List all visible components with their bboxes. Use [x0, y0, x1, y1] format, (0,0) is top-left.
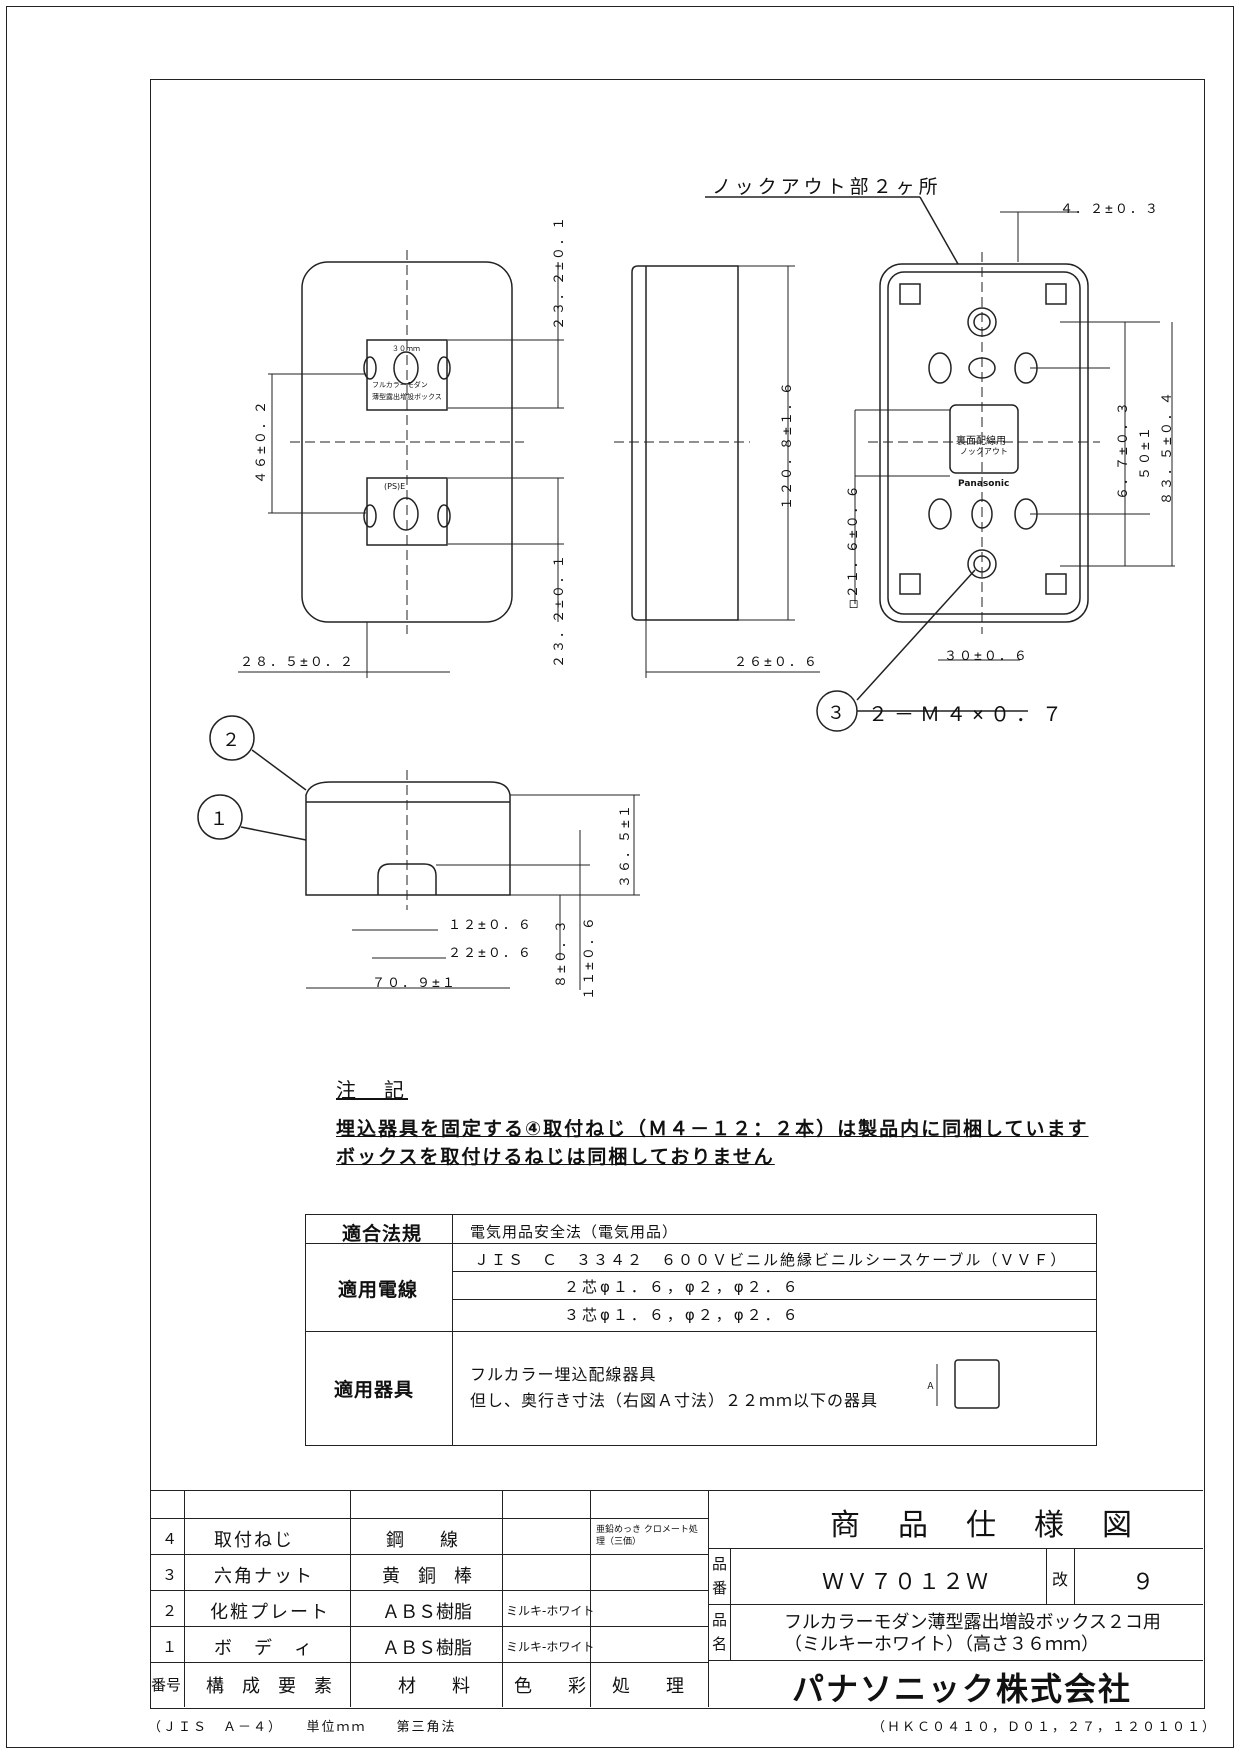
dim-8: ８±０．３ [554, 918, 569, 988]
part-row-3-name: 六角ナット [214, 1566, 314, 1587]
part-row-3-material: 黄 銅 棒 [382, 1566, 472, 1587]
part-row-2-no: ２ [162, 1602, 178, 1620]
dim-23-2-bottom: ２３．２±０．１ [552, 553, 567, 668]
dim-30: ３０±０．６ [944, 649, 1029, 664]
spec-label-device: 適用器具 [334, 1379, 415, 1401]
note-line-1: 埋込器具を固定する④取付ねじ（Ｍ４－１２：２本）は製品内に同梱しています [336, 1118, 1089, 1140]
dim-26: ２６±０．６ [734, 655, 819, 670]
dim-12: １２±０．６ [448, 918, 533, 933]
drawing-frame [150, 79, 1205, 1709]
spec-label-law: 適合法規 [342, 1223, 423, 1245]
dim-50: ５０±１ [1138, 425, 1153, 480]
hinban-value: ＷＶ７０１２Ｗ [822, 1570, 991, 1595]
plate-text-series: フルカラーモダン [372, 381, 428, 389]
part-row-2-color: ミルキ-ホワイト [506, 1604, 595, 1618]
hinmei-line-2: （ミルキーホワイト）（高さ３６ｍｍ） [784, 1634, 1099, 1655]
part-row-1-color: ミルキ-ホワイト [506, 1640, 595, 1654]
spec-value-wire-2core: ２芯φ１．６，φ２，φ２．６ [564, 1278, 801, 1296]
revision-value: ９ [1132, 1570, 1155, 1595]
back-label-knockout: ノックアウト [960, 447, 1008, 456]
dim-21-6: □２１．６±０．６ [846, 483, 861, 608]
spec-value-device-2: 但し、奥行き寸法（右図Ａ寸法）２２ｍｍ以下の器具 [470, 1391, 879, 1410]
dim-11: １１±０．６ [582, 915, 597, 1000]
spec-value-wire-standard: ＪＩＳ Ｃ ３３４２ ６００Ｖビニル絶縁ビニルシースケーブル（ＶＶＦ） [474, 1251, 1068, 1269]
notes-heading: 注 記 [336, 1078, 408, 1102]
dim-46: ４６±０．２ [254, 399, 269, 484]
dim-4-2: ４．２±０．３ [1060, 202, 1160, 217]
plate-text-pse: (PS)E [384, 482, 406, 491]
part-row-4-name: 取付ねじ [214, 1530, 294, 1551]
revision-label: 改 [1052, 1570, 1069, 1589]
balloon-3-number: ３ [827, 703, 845, 724]
part-row-4-treatment: 亜鉛めっき クロメート処理（三価） [596, 1525, 698, 1547]
spec-value-device-1: フルカラー埋込配線器具 [470, 1365, 657, 1384]
part-row-2-name: 化粧プレート [210, 1602, 330, 1623]
spec-table: 適合法規 電気用品安全法（電気用品） 適用電線 ＪＩＳ Ｃ ３３４２ ６００Ｖビ… [305, 1214, 1097, 1446]
screw-label: ２－Ｍ４×０．７ [868, 702, 1069, 726]
parts-header-color: 色 彩 [514, 1676, 586, 1697]
part-row-4-no: ４ [162, 1530, 178, 1548]
dim-22: ２２±０．６ [448, 946, 533, 961]
part-row-4-material: 鋼 線 [386, 1530, 458, 1551]
dim-36-5: ３６．５±１ [618, 803, 633, 888]
parts-header-no: 番号 [151, 1676, 182, 1694]
dim-28-5: ２８．５±０．２ [240, 655, 355, 670]
plate-text-product: 薄型露出増設ボックス [372, 393, 442, 401]
balloon-2-number: ２ [222, 730, 240, 751]
spec-label-wire: 適用電線 [338, 1279, 419, 1301]
note-line-2: ボックスを取付けるねじは同梱しておりません [336, 1146, 775, 1168]
parts-header-treatment: 処 理 [612, 1676, 684, 1697]
back-label-wiring: 裏面配線用 [956, 436, 1006, 447]
title-block: ４ 取付ねじ 鋼 線 亜鉛めっき クロメート処理（三価） ３ 六角ナット 黄 銅… [150, 1490, 1203, 1708]
back-label-brand: Panasonic [958, 479, 1010, 489]
plate-text-size: ３０ｍｍ [392, 345, 420, 353]
parts-header-material: 材 料 [398, 1676, 470, 1697]
balloon-1-number: １ [210, 809, 228, 830]
dim-23-2-top: ２３．２±０．１ [552, 215, 567, 330]
part-row-1-material: ＡＢＳ樹脂 [382, 1638, 472, 1659]
part-row-2-material: ＡＢＳ樹脂 [382, 1602, 472, 1623]
outer-border [6, 6, 1234, 1748]
dim-120-8: １２０．８±１．６ [780, 380, 795, 510]
company-name: パナソニック株式会社 [792, 1670, 1133, 1708]
part-row-1-name: ボ デ ィ [214, 1638, 314, 1659]
footer-right: （ＨＫＣ０４１０，Ｄ０１，２７，１２０１０１） [872, 1720, 1218, 1735]
parts-header-name: 構 成 要 素 [206, 1676, 332, 1697]
knockout-label: ノックアウト部２ヶ所 [712, 176, 942, 198]
spec-fig-a-label: Ａ [926, 1382, 936, 1392]
drawing-title: 商 品 仕 様 図 [830, 1508, 1136, 1543]
spec-value-wire-3core: ３芯φ１．６，φ２，φ２．６ [564, 1306, 801, 1324]
dim-70-9: ７０．９±１ [372, 976, 457, 991]
dim-83-5: ８３．５±０．４ [1160, 390, 1175, 505]
dim-6-7: ６．７±０．３ [1116, 400, 1131, 500]
hinmei-label: 品名 [712, 1611, 728, 1653]
spec-value-law: 電気用品安全法（電気用品） [470, 1223, 679, 1241]
hinban-label: 品番 [712, 1555, 728, 1597]
part-row-1-no: １ [162, 1638, 178, 1656]
part-row-3-no: ３ [162, 1566, 178, 1584]
footer-left: （ＪＩＳ Ａ－４） 単位ｍｍ 第三角法 [148, 1720, 457, 1735]
hinmei-line-1: フルカラーモダン薄型露出増設ボックス２コ用 [784, 1612, 1161, 1633]
